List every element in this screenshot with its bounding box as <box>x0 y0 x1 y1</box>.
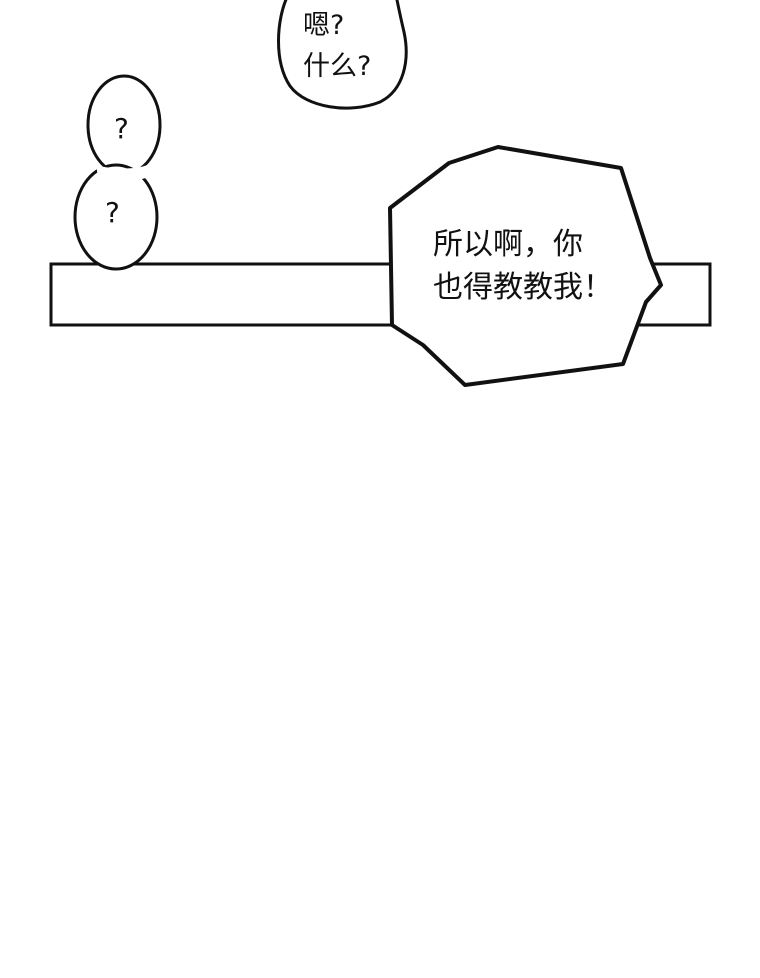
shout-bubble-line-2: 也得教教我！ <box>433 270 613 305</box>
top-bubble-line-2: 什么? <box>303 51 372 82</box>
question-mark-upper: ? <box>114 112 129 145</box>
question-bubble-join <box>96 164 149 181</box>
top-bubble-line-1: 嗯? <box>303 10 345 41</box>
shout-speech-bubble <box>388 145 663 387</box>
question-bubble-lower <box>73 163 159 271</box>
shout-bubble-line-1: 所以啊，你 <box>433 227 583 262</box>
question-mark-lower: ? <box>105 196 120 229</box>
top-speech-bubble <box>277 0 408 110</box>
